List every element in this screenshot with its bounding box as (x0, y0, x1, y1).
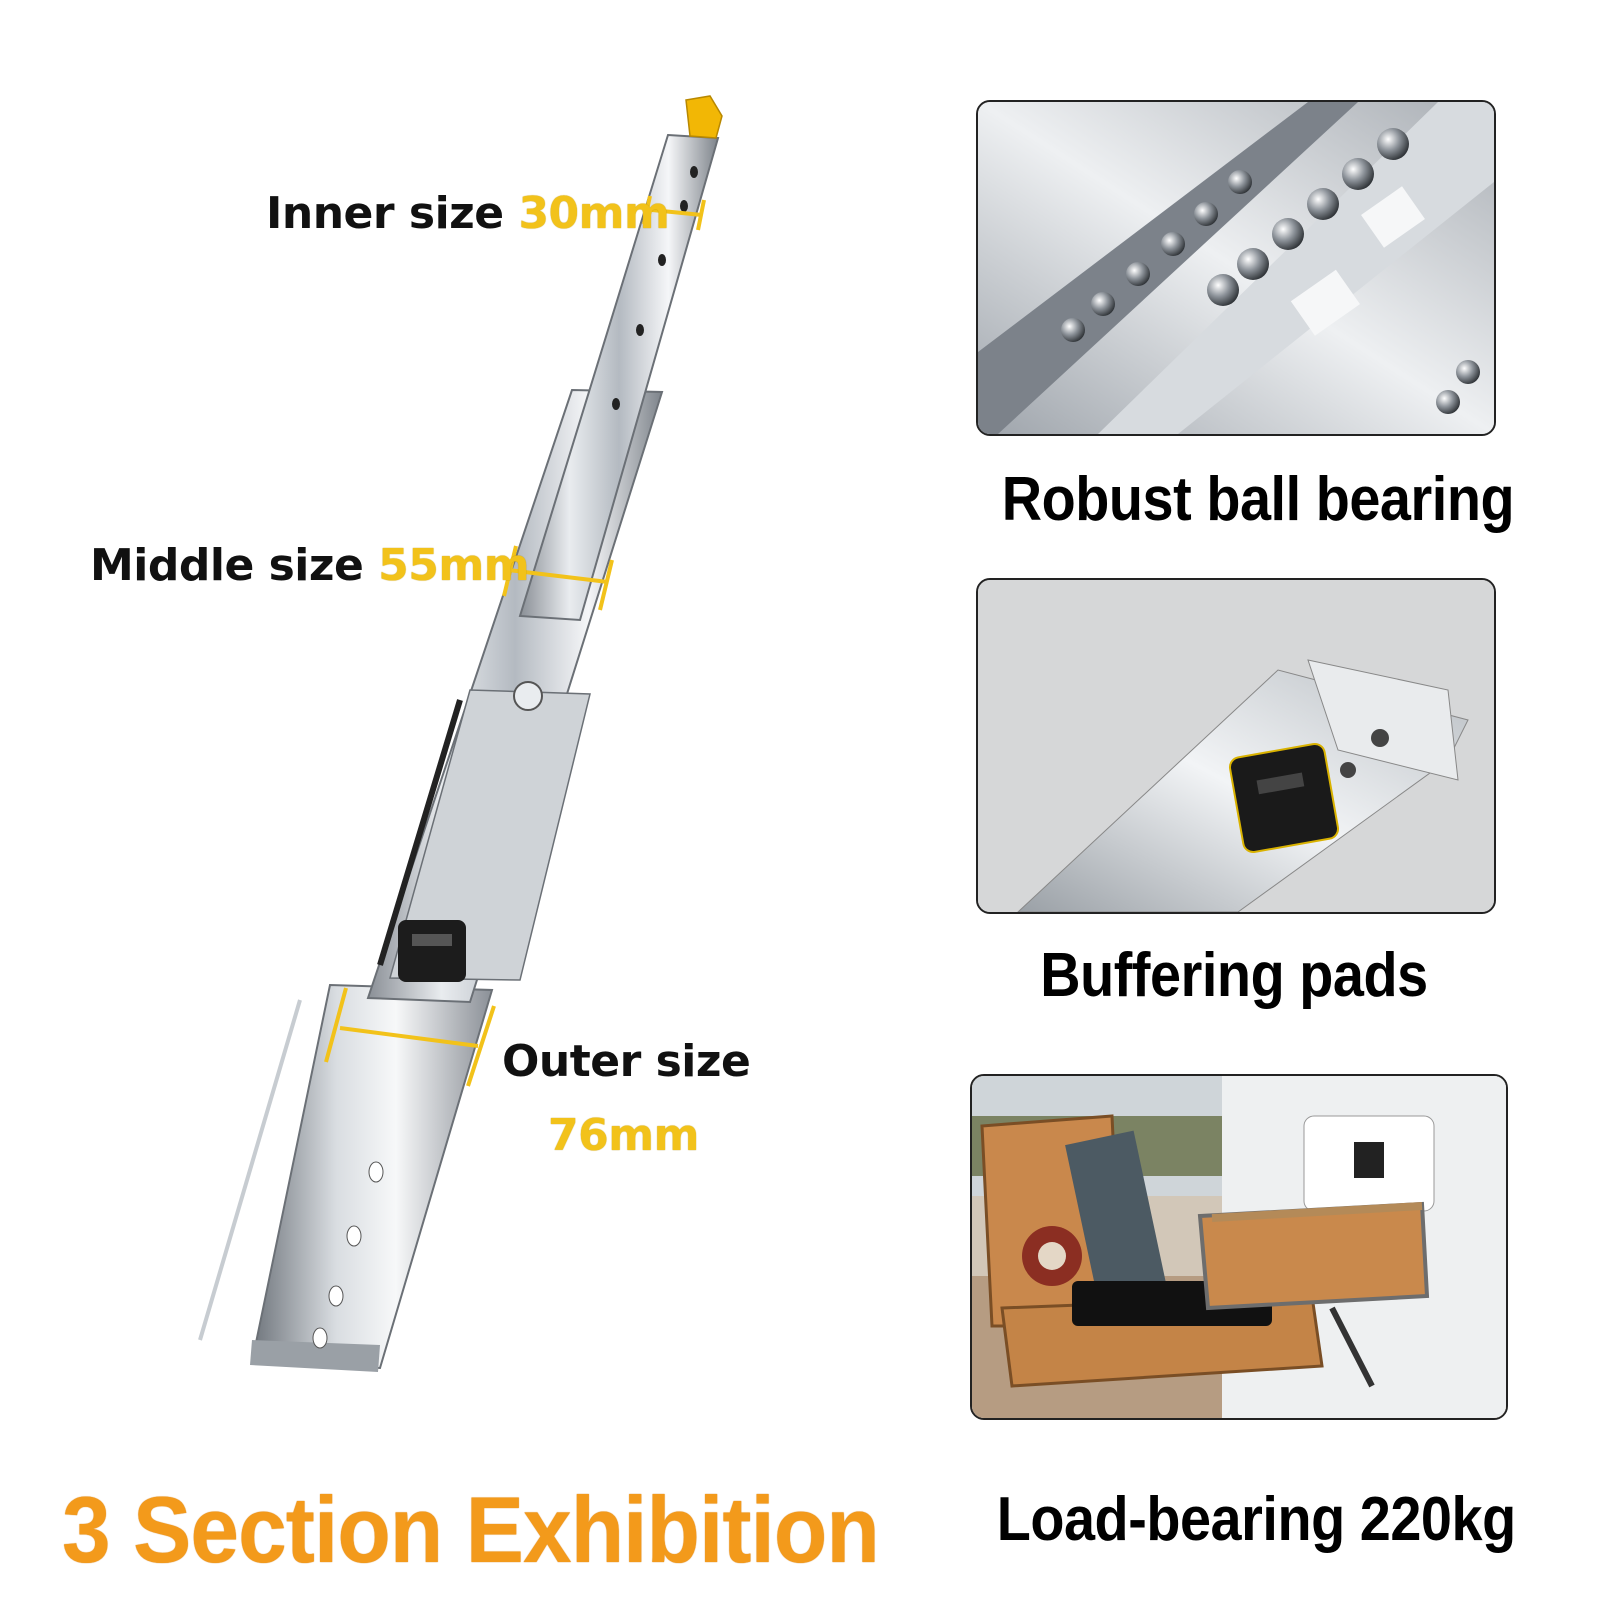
buffer-pad-photo (976, 578, 1496, 914)
slide-rail-illustration (198, 95, 723, 1372)
inner-size-value: 30mm (518, 188, 670, 239)
outer-size-value: 76mm (548, 1110, 699, 1161)
feature-caption-ball-bearing: Robust ball bearing (1001, 465, 1515, 534)
trailer-drawer-photo (970, 1074, 1508, 1420)
feature-caption-buffering-pads: Buffering pads (1040, 941, 1428, 1010)
middle-size-text: Middle size (90, 540, 364, 591)
middle-size-label: Middle size 55mm (90, 540, 530, 591)
ball-bearing-photo (976, 100, 1496, 436)
inner-rail (518, 95, 723, 622)
inner-size-label: Inner size 30mm (266, 188, 670, 239)
outer-size-label: Outer size (502, 1036, 751, 1087)
dimension-markers (324, 195, 706, 1087)
inner-size-text: Inner size (266, 188, 504, 239)
main-caption: 3 Section Exhibition (62, 1477, 880, 1582)
outer-rail (198, 983, 494, 1372)
middle-size-value: 55mm (378, 540, 530, 591)
feature-caption-load-bearing: Load-bearing 220kg (996, 1485, 1516, 1554)
